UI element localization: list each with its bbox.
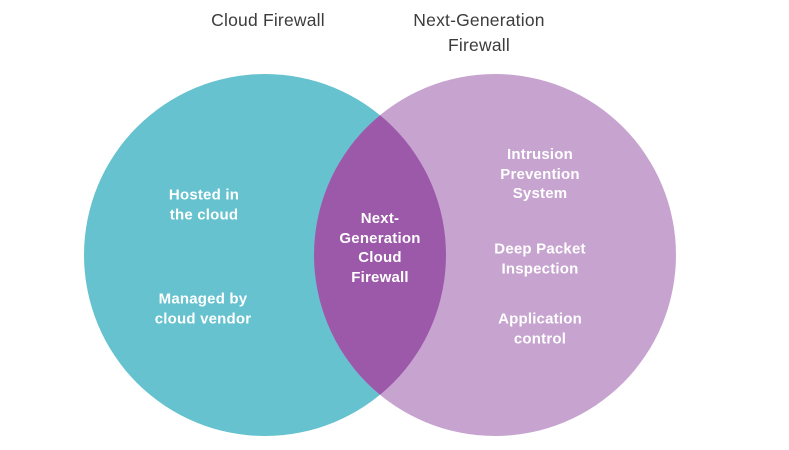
overlap-label: Next- Generation Cloud Firewall — [339, 210, 421, 286]
left-item-hosted-in-cloud: Hosted in the cloud — [168, 186, 240, 224]
overlap-lens — [314, 74, 446, 436]
right-circle-title: Next-Generation Firewall — [413, 10, 545, 56]
right-item-intrusion-prevention: Intrusion Prevention System — [500, 145, 580, 202]
right-item-deep-packet-inspection: Deep Packet Inspection — [494, 240, 586, 278]
left-circle-title: Cloud Firewall — [211, 10, 325, 30]
right-item-application-control: Application control — [498, 310, 582, 348]
left-item-managed-by-vendor: Managed by cloud vendor — [154, 290, 252, 328]
